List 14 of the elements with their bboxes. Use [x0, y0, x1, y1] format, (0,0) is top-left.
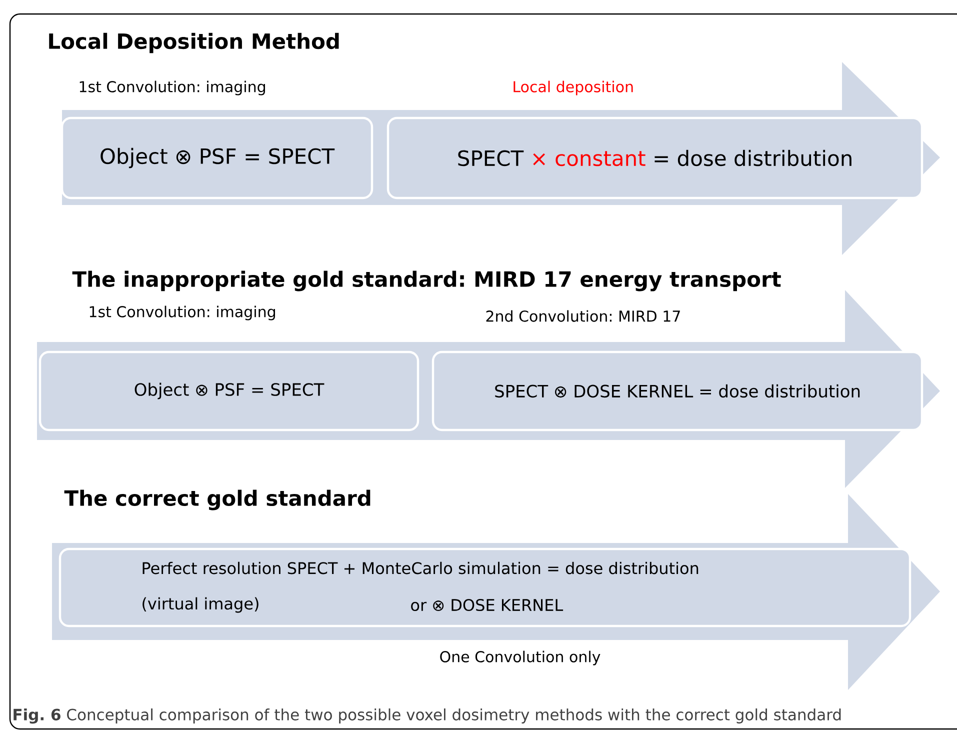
rounded-box: SPECT ⊗ DOSE KERNEL = dose distribution — [432, 350, 924, 432]
rounded-box: Perfect resolution SPECT + MonteCarlo simulation = dose distribution (virtual image) or ⊗ DOSE KERNEL — [58, 548, 912, 628]
arrow-caption: One Convolution only — [440, 650, 600, 666]
section-heading: Local Deposition Method — [49, 32, 339, 54]
step-label: 2nd Convolution: MIRD 17 — [486, 310, 680, 322]
rounded-box: Object ⊗ PSF = SPECT — [38, 350, 420, 432]
rounded-box: SPECT × constant = dose distribution — [386, 116, 924, 200]
rounded-box: Object ⊗ PSF = SPECT — [60, 116, 374, 200]
section-heading: The inappropriate gold standard: MIRD 17 energy transport — [72, 270, 781, 292]
figure-caption: Fig. 6 Conceptual comparison of the two possible voxel dosimetry methods with the correct gold standard — [14, 708, 841, 724]
section-heading: The correct gold standard — [64, 490, 370, 510]
step-label: Local deposition — [514, 80, 633, 96]
step-label: 1st Convolution: imaging — [80, 80, 265, 96]
step-label: 1st Convolution: imaging — [90, 306, 275, 320]
